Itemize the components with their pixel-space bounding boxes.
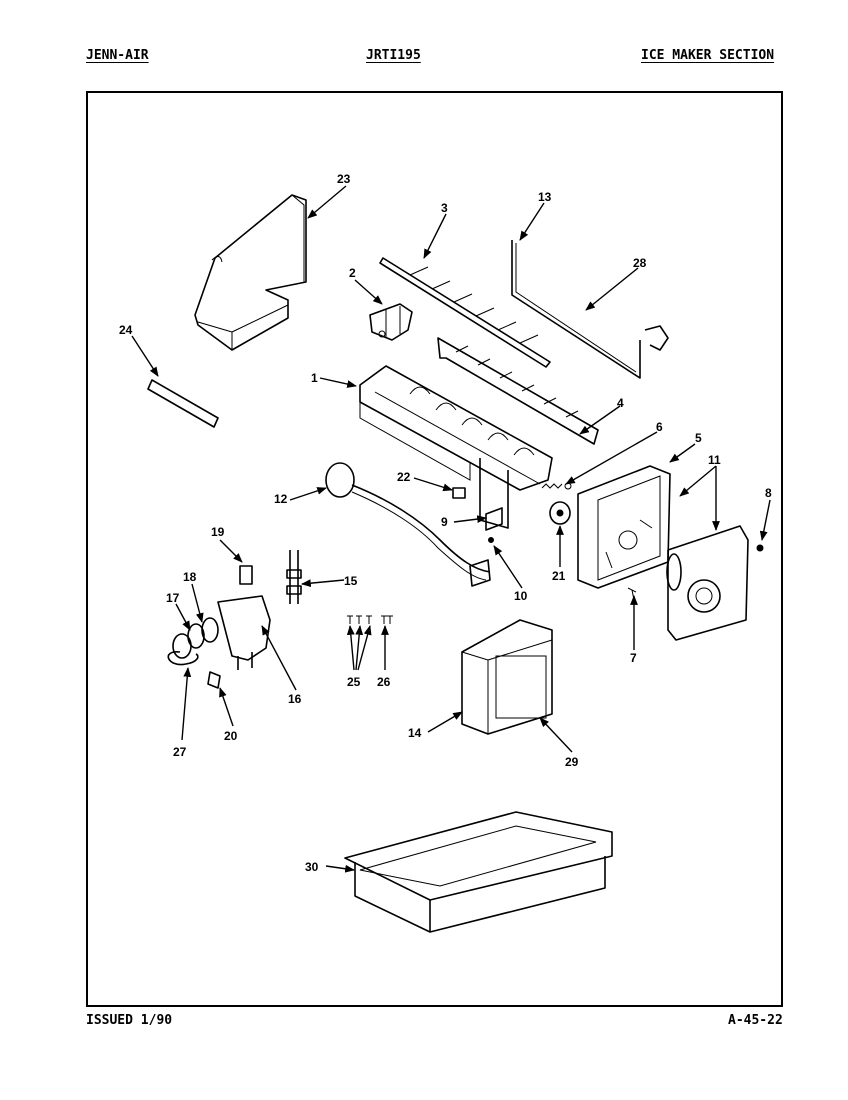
callout-24: 24 bbox=[119, 323, 133, 337]
leader-lines bbox=[131, 185, 771, 873]
callout-1: 1 bbox=[311, 371, 318, 385]
callout-13: 13 bbox=[538, 190, 552, 204]
part-screw-small bbox=[756, 544, 764, 552]
part-screws bbox=[347, 615, 393, 624]
part-ice-bin bbox=[344, 811, 613, 933]
part-housing bbox=[577, 465, 671, 589]
callout-10: 10 bbox=[514, 589, 528, 603]
diagram-frame bbox=[86, 91, 783, 1007]
callout-19: 19 bbox=[211, 525, 225, 539]
callout-12: 12 bbox=[274, 492, 288, 506]
callout-20: 20 bbox=[224, 729, 238, 743]
callout-11: 11 bbox=[708, 453, 721, 467]
part-bracket bbox=[369, 303, 413, 341]
part-ejector bbox=[379, 257, 551, 368]
brand-header: JENN-AIR bbox=[86, 48, 149, 63]
callout-27: 27 bbox=[173, 745, 187, 759]
callout-5: 5 bbox=[695, 431, 702, 445]
part-cover bbox=[194, 194, 307, 351]
part-gear bbox=[549, 501, 571, 525]
part-heater-rod bbox=[147, 379, 219, 428]
part-shutoff-arm bbox=[511, 240, 669, 379]
callout-26: 26 bbox=[377, 675, 391, 689]
callout-30: 30 bbox=[305, 860, 319, 874]
callout-23: 23 bbox=[337, 172, 351, 186]
callout-29: 29 bbox=[565, 755, 579, 769]
part-stripper bbox=[437, 337, 599, 445]
part-water-valve bbox=[167, 595, 271, 689]
part-control-box bbox=[461, 619, 553, 735]
callout-21: 21 bbox=[552, 569, 566, 583]
callout-28: 28 bbox=[633, 256, 647, 270]
part-tube bbox=[239, 565, 253, 585]
callout-2: 2 bbox=[349, 266, 356, 280]
callout-22: 22 bbox=[397, 470, 411, 484]
callout-9: 9 bbox=[441, 515, 448, 529]
callout-17: 17 bbox=[166, 591, 180, 605]
part-ice-mold bbox=[359, 365, 553, 529]
page-code: A-45-22 bbox=[728, 1013, 783, 1028]
callout-6: 6 bbox=[656, 420, 663, 434]
callout-7: 7 bbox=[630, 651, 637, 665]
part-clip bbox=[452, 487, 466, 499]
callout-4: 4 bbox=[617, 396, 624, 410]
part-screw bbox=[627, 587, 637, 601]
callout-8: 8 bbox=[765, 486, 772, 500]
model-header: JRTI195 bbox=[366, 48, 421, 63]
part-fitting bbox=[286, 550, 302, 604]
part-wiring-harness bbox=[325, 462, 491, 587]
callout-3: 3 bbox=[441, 201, 448, 215]
callout-18: 18 bbox=[183, 570, 197, 584]
callout-labels: 1 2 3 4 5 6 7 8 9 10 11 12 13 14 15 16 1… bbox=[119, 172, 772, 874]
callout-14: 14 bbox=[408, 726, 422, 740]
callout-15: 15 bbox=[344, 574, 358, 588]
part-motor-plate bbox=[666, 525, 749, 641]
callout-16: 16 bbox=[288, 692, 302, 706]
section-header: ICE MAKER SECTION bbox=[641, 48, 775, 63]
part-thermostat bbox=[485, 507, 503, 543]
issued-date: ISSUED 1/90 bbox=[86, 1013, 173, 1028]
callout-25: 25 bbox=[347, 675, 361, 689]
